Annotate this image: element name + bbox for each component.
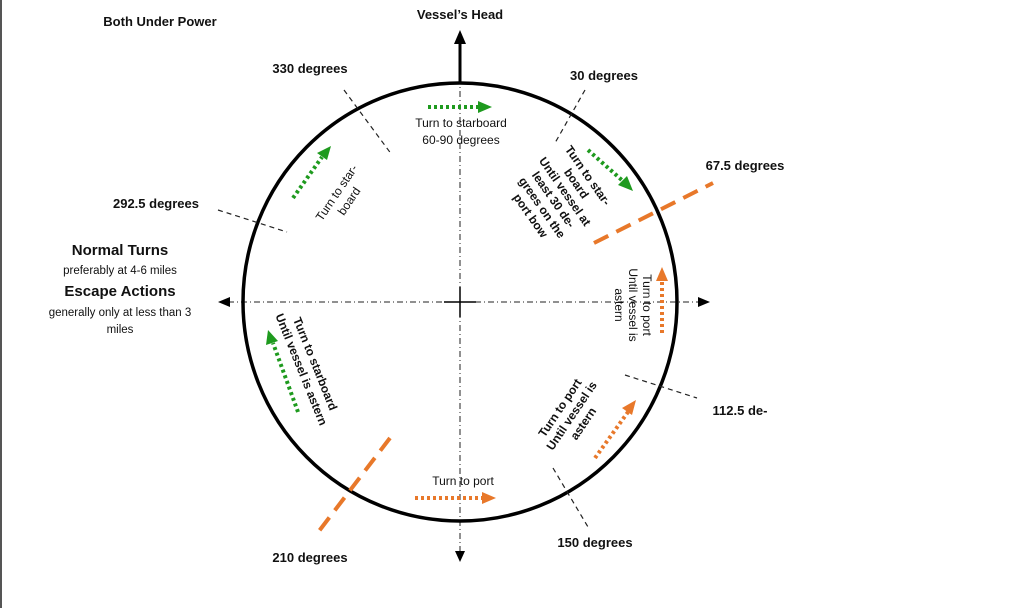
bearing-label-330: 330 degrees (272, 61, 347, 76)
bearing-line-112 (624, 374, 698, 399)
escape-actions-sub-2: miles (107, 324, 134, 336)
arrow-left-icon (218, 297, 230, 307)
stbd-beam-line-1: Turn to port (640, 274, 654, 336)
bearing-line-150 (552, 467, 589, 528)
escape-actions-title: Escape Actions (64, 283, 175, 300)
bearing-line-292 (217, 209, 288, 233)
arrow-right-icon (698, 297, 710, 307)
bearing-line-210 (314, 436, 392, 537)
bearing-label-210: 210 degrees (272, 550, 347, 565)
arrow-up-icon (454, 30, 466, 44)
ahead-line-1: Turn to starboard (415, 116, 507, 130)
vessel-head-label: Vessel’s Head (417, 7, 503, 22)
starboard-arrow-starboard-bow (586, 148, 633, 191)
bearing-label-292-5: 292.5 degrees (113, 196, 199, 211)
starboard-arrow-port-quarter (266, 330, 300, 413)
normal-turns-title: Normal Turns (72, 242, 168, 259)
bearing-label-112-5: 112.5 de- (713, 403, 768, 418)
bearing-label-150: 150 degrees (557, 535, 632, 550)
port-arrow-starboard-quarter (593, 400, 636, 460)
stbd-beam-line-2: Until vessel is (626, 268, 640, 341)
escape-actions-sub-1: generally only at less than 3 (49, 307, 192, 319)
diagram-title: Both Under Power (103, 14, 216, 29)
arrow-down-icon (455, 551, 465, 562)
starboard-arrow-port-bow (291, 146, 331, 200)
astern-line-1: Turn to port (432, 474, 494, 488)
stbd-beam-line-3: astern (612, 288, 626, 321)
starboard-arrow-ahead (428, 101, 492, 113)
port-arrow-astern (415, 492, 496, 504)
bearing-line-30 (554, 89, 586, 144)
port-arrow-starboard-beam (656, 267, 668, 333)
range-circle (241, 81, 679, 523)
page-edge (0, 0, 2, 608)
bearing-label-30: 30 degrees (570, 68, 638, 83)
ahead-line-2: 60-90 degrees (422, 133, 499, 147)
bearing-line-67-5 (593, 181, 714, 245)
normal-turns-sub: preferably at 4-6 miles (63, 265, 177, 277)
bearing-label-67-5: 67.5 degrees (706, 158, 785, 173)
bearing-line-330 (343, 89, 393, 156)
